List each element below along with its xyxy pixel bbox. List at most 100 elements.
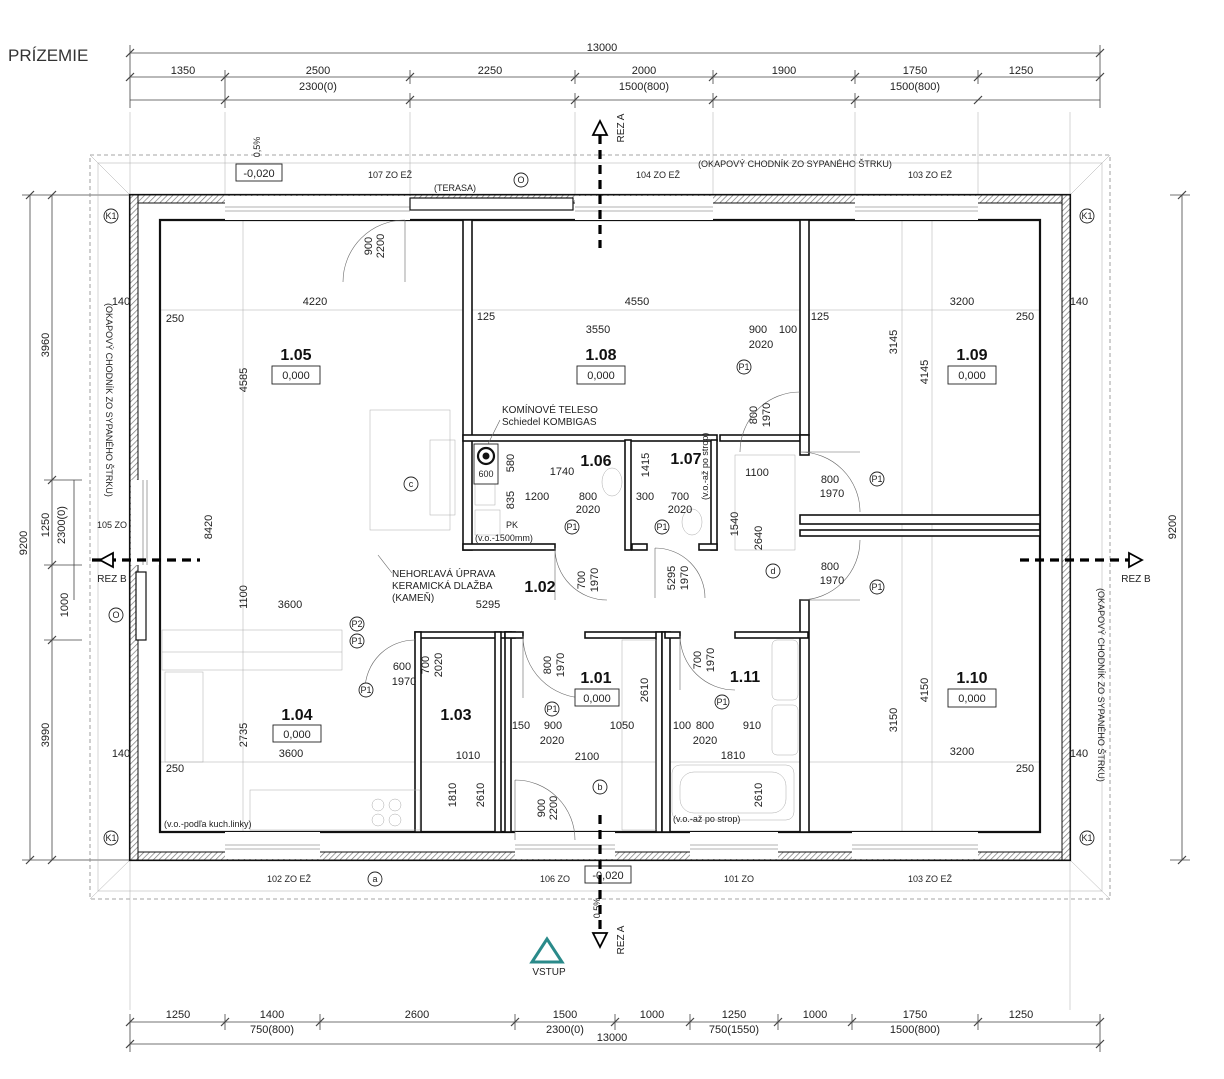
marker-p1: P1 <box>738 362 749 372</box>
doors <box>342 219 861 841</box>
section-a-label-top: REZ A <box>616 113 627 142</box>
pk-label: PK <box>506 520 518 530</box>
marker-p1: P1 <box>871 474 882 484</box>
room-1-09-id: 1.09 <box>956 347 987 364</box>
dim-inner: 1970 <box>761 403 773 427</box>
dim-left-seg: 3960 <box>40 333 52 357</box>
floor-note-1: NEHORĽAVÁ ÚPRAVA <box>392 567 496 580</box>
dim-inner: 4220 <box>303 296 327 308</box>
room-1-04-level: 0,000 <box>283 729 311 741</box>
gravel-path-label-right: (OKAPOVÝ CHODNÍK ZO SYPANÉHO ŠTRKU) <box>1096 588 1106 782</box>
dim-top-opening: 1500(800) <box>890 81 940 93</box>
dim-chimney: 600 <box>478 469 493 479</box>
slope-bottom: 0,5% <box>592 898 602 919</box>
dim-inner: 1970 <box>589 568 601 592</box>
dim-inner: 800 <box>821 561 839 573</box>
dim-inner: 2020 <box>668 504 692 516</box>
dim-top-opening: 1500(800) <box>619 81 669 93</box>
dim-inner: 140 <box>112 296 130 308</box>
dim-inner: 1100 <box>745 467 769 479</box>
dim-inner: 2020 <box>693 735 717 747</box>
floor-note-3: (KAMEŇ) <box>392 591 434 604</box>
window-tag: 105 ZO <box>97 520 127 530</box>
dim-inner: 3200 <box>950 296 974 308</box>
window-tags: 107 ZO EŽ 104 ZO EŽ 103 ZO EŽ 102 ZO EŽ … <box>97 170 953 884</box>
dim-top-seg: 2000 <box>632 65 656 77</box>
dim-inner: 1810 <box>447 783 459 807</box>
section-b-label-left: REZ B <box>97 574 127 585</box>
marker-p1: P1 <box>566 522 577 532</box>
room-1-08-level: 0,000 <box>587 370 615 382</box>
dim-inner: 900 <box>749 324 767 336</box>
reference-lines <box>129 112 1071 1010</box>
gravel-path-label-top: (OKAPOVÝ CHODNÍK ZO SYPANÉHO ŠTRKU) <box>698 159 892 169</box>
dim-inner: 300 <box>636 491 654 503</box>
room-1-05-id: 1.05 <box>280 347 311 364</box>
marker-p1: P1 <box>656 522 667 532</box>
floor-note-2: KERAMICKÁ DLAŽBA <box>392 579 493 592</box>
level-top: -0,020 <box>243 168 274 180</box>
dim-inner: 250 <box>1016 311 1034 323</box>
room-1-01-level: 0,000 <box>583 693 611 705</box>
marker-k1: K1 <box>1081 211 1092 221</box>
section-b: REZ B REZ B <box>92 551 1151 585</box>
window-tag: 103 ZO EŽ <box>908 874 953 884</box>
dim-inner: 5295 <box>476 599 500 611</box>
dim-inner: 125 <box>811 311 829 323</box>
dim-inner: 580 <box>505 454 517 472</box>
room-1-08-id: 1.08 <box>585 347 616 364</box>
gravel-path-label-left: (OKAPOVÝ CHODNÍK ZO SYPANÉHO ŠTRKU) <box>104 303 114 497</box>
fixtures <box>161 409 799 831</box>
left-dimension-chain: 9200 3960 1250 1000 3990 2300(0) <box>18 190 130 865</box>
dim-inner: 2200 <box>548 796 560 820</box>
room-1-07-id: 1.07 <box>670 451 701 468</box>
dim-top-seg: 1250 <box>1009 65 1033 77</box>
dim-inner: 125 <box>477 311 495 323</box>
dim-inner: 2020 <box>576 504 600 516</box>
terrace-label: (TERASA) <box>434 183 476 193</box>
window-tag: 103 ZO EŽ <box>908 170 953 180</box>
windows <box>131 196 978 859</box>
dim-bottom-seg: 1250 <box>166 1009 190 1021</box>
room-1-10-id: 1.10 <box>956 670 987 687</box>
dim-inner: 8420 <box>203 515 215 539</box>
slope-top: 0,5% <box>252 137 262 158</box>
dim-inner: 2200 <box>375 234 387 258</box>
room-1-10-level: 0,000 <box>958 693 986 705</box>
inner-dimensions: 4220 4550 3200 3550 900 100 2020 250 250… <box>112 234 1088 820</box>
dim-left-seg: 1250 <box>40 513 52 537</box>
chimney-icon: 600 <box>473 443 499 485</box>
chimney-note-2: Schiedel KOMBIGAS <box>502 417 597 428</box>
dim-inner: 700 <box>671 491 689 503</box>
dim-inner: 5295 <box>666 566 678 590</box>
room-1-05-level: 0,000 <box>282 370 310 382</box>
dim-inner: 1810 <box>721 750 745 762</box>
dim-bottom-seg: 2600 <box>405 1009 429 1021</box>
dim-inner: 2020 <box>540 735 564 747</box>
room-1-04-id: 1.04 <box>281 707 312 724</box>
dim-left-overall: 9200 <box>18 531 30 555</box>
dim-bottom-opening: 750(800) <box>250 1024 294 1036</box>
dim-inner: 2735 <box>238 723 250 747</box>
dim-inner: 1540 <box>729 512 741 536</box>
room-1-03-id: 1.03 <box>440 707 471 724</box>
room-1-06-id: 1.06 <box>580 453 611 470</box>
room-1-11-id: 1.11 <box>730 669 760 686</box>
exterior-level-top: -0,020 0,5% <box>235 137 283 182</box>
dim-inner: 800 <box>748 406 760 424</box>
exterior-walls <box>128 193 1072 862</box>
dim-top-opening: 2300(0) <box>299 81 337 93</box>
dim-inner: 140 <box>112 748 130 760</box>
dim-inner: 1010 <box>456 750 480 762</box>
dim-inner: 700 <box>692 651 704 669</box>
dim-inner: 900 <box>544 720 562 732</box>
bottom-dimension-chain: 1250 1400 2600 1500 1000 1250 1000 1750 … <box>125 1009 1105 1052</box>
window-tag: 104 ZO EŽ <box>636 170 681 180</box>
dim-left-opening: 2300(0) <box>56 506 68 544</box>
marker-a: a <box>372 874 377 884</box>
marker-k1: K1 <box>105 211 116 221</box>
window-tag: 102 ZO EŽ <box>267 874 312 884</box>
chimney-note-1: KOMÍNOVÉ TELESO <box>502 403 598 416</box>
dim-bottom-opening: 750(1550) <box>709 1024 759 1036</box>
